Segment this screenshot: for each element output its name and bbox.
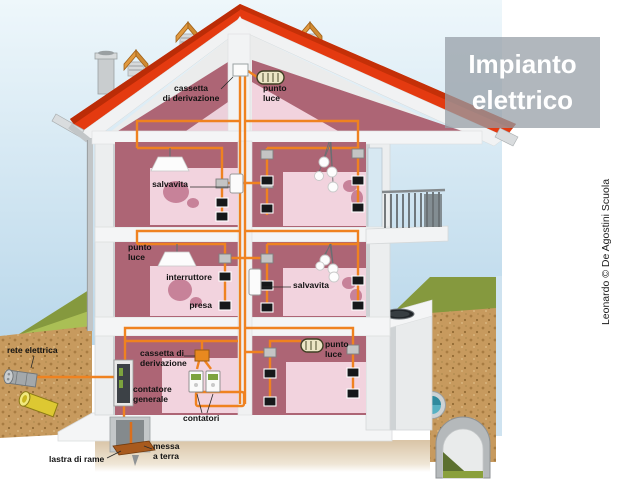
sockets — [215, 175, 365, 407]
ground-junction-box-icon — [194, 349, 210, 362]
power-grid-cable-icon — [3, 369, 38, 388]
attic-junction-box-icon — [232, 63, 249, 77]
under-house-soil — [95, 440, 430, 472]
balcony-door — [367, 147, 383, 230]
lamps — [150, 70, 340, 353]
meter-icons — [188, 370, 221, 393]
chimney-icon — [94, 50, 118, 95]
sewer-tunnel — [435, 416, 491, 479]
hanging-lamp-floor2 — [314, 141, 339, 193]
slide-title: Impianto elettrico — [468, 49, 577, 115]
junction-boxes — [215, 148, 365, 358]
ceiling-lamp-attic — [256, 70, 285, 85]
pendant-lamp-floor2 — [150, 156, 190, 172]
pendant-lamp-floor1 — [157, 251, 197, 267]
left-soil — [0, 326, 92, 438]
copper-plate-icon — [112, 440, 156, 456]
switch-icon — [218, 271, 232, 282]
ceiling-lamp-ground — [300, 338, 324, 353]
main-meter-icon — [113, 359, 134, 407]
gas-pipe-icon — [18, 391, 59, 418]
outlet-icon — [218, 300, 232, 311]
balcony — [365, 188, 449, 245]
downspout — [51, 113, 93, 331]
hanging-lamp-floor1 — [315, 243, 340, 283]
devices — [113, 63, 365, 407]
breaker-floor1-icon — [248, 268, 262, 296]
leader-lines — [30, 76, 291, 459]
publisher-credit: Leonardo © De Agostini Scuola — [600, 178, 612, 326]
breaker-floor2-icon — [229, 173, 244, 194]
slide-title-box: Impianto elettrico — [445, 37, 600, 128]
earthing-assembly — [109, 416, 156, 466]
